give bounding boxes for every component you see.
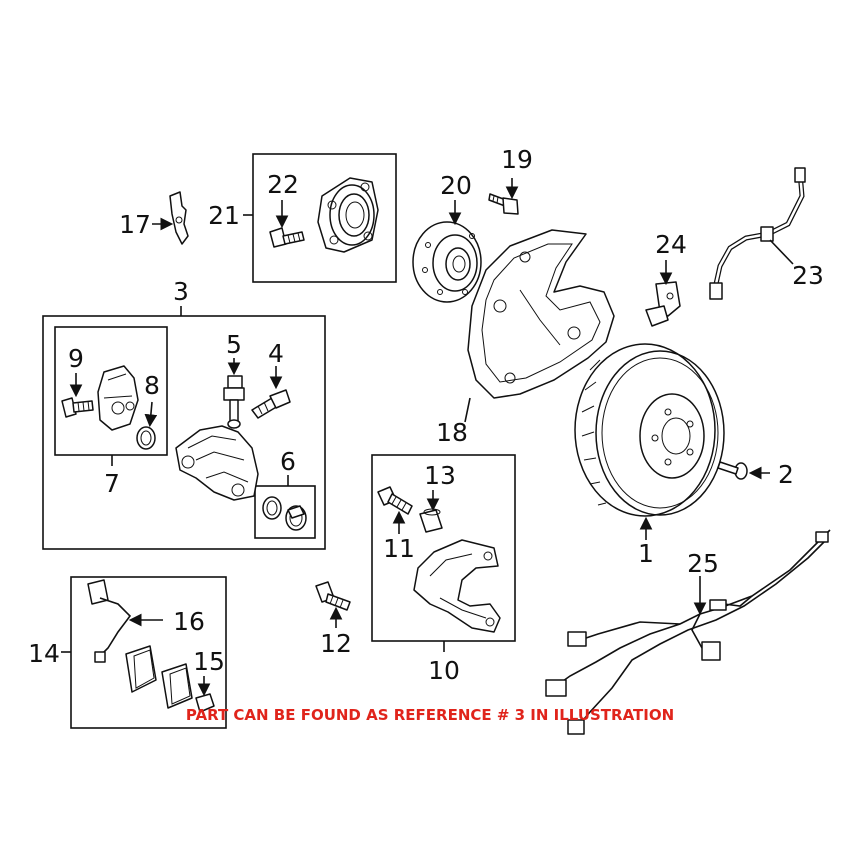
wheel-bearing-part-21: [317, 177, 379, 253]
callout-3: 3: [173, 277, 189, 306]
callout-10: 10: [428, 656, 460, 685]
callout-4: 4: [268, 339, 284, 368]
callout-21: 21: [208, 201, 240, 230]
screw-part-2: [717, 461, 748, 480]
callout-1: 1: [638, 539, 654, 568]
reference-note: PART CAN BE FOUND AS REFERENCE # 3 IN IL…: [186, 706, 674, 724]
callout-5: 5: [226, 330, 242, 359]
callout-24: 24: [655, 230, 687, 259]
bushing-part-13: [419, 508, 443, 533]
callout-labels: 1 2 3 4 5 6 7 8 9 10 11 12 13 14 15 16 1…: [28, 145, 824, 685]
callout-7: 7: [104, 469, 120, 498]
caliper-piston-housing-part-7: [97, 365, 139, 431]
callout-15: 15: [193, 647, 225, 676]
dust-shield-part-18: [467, 229, 615, 399]
bolt-part-12: [315, 581, 351, 611]
group-box-6: [254, 485, 316, 539]
seal-ring-part-8: [136, 426, 156, 450]
bolt-part-22: [269, 227, 305, 248]
wear-sensor-part-16: [87, 579, 132, 663]
brake-rotor-part-1: [574, 343, 725, 517]
bolt-part-19: [488, 193, 519, 215]
callout-9: 9: [68, 344, 84, 373]
callout-16: 16: [173, 607, 205, 636]
callout-14: 14: [28, 639, 60, 668]
group-box-7: [54, 326, 168, 456]
brake-pads-part-14: [125, 645, 193, 709]
callout-12: 12: [320, 629, 352, 658]
leader-lines: [61, 178, 794, 697]
sensor-part-24: [645, 281, 681, 327]
callout-11: 11: [383, 534, 415, 563]
callout-13: 13: [424, 461, 456, 490]
caliper-housing-part-3: [175, 425, 259, 501]
wheel-hub-part-20: [412, 221, 482, 303]
callout-19: 19: [501, 145, 533, 174]
callout-2: 2: [778, 460, 794, 489]
bolt-part-11: [377, 486, 413, 515]
callout-6: 6: [280, 447, 296, 476]
guide-bolt-part-4: [251, 389, 291, 419]
callout-25: 25: [687, 549, 719, 578]
group-box-3: [42, 315, 326, 550]
bracket-clip-part-17: [169, 191, 189, 245]
callout-17: 17: [119, 210, 151, 239]
callout-22: 22: [267, 170, 299, 199]
group-box-21: [252, 153, 397, 283]
wiring-harness-part-25: [545, 529, 831, 735]
callout-23: 23: [792, 261, 824, 290]
bleeder-valve-part-5: [223, 375, 245, 429]
callout-8: 8: [144, 371, 160, 400]
piston-seals-part-6: [262, 496, 307, 531]
callout-20: 20: [440, 171, 472, 200]
callout-18: 18: [436, 418, 468, 447]
brake-hose-part-23: [709, 167, 806, 300]
caliper-bracket-part-10: [413, 539, 501, 633]
bolt-part-9: [61, 397, 94, 418]
